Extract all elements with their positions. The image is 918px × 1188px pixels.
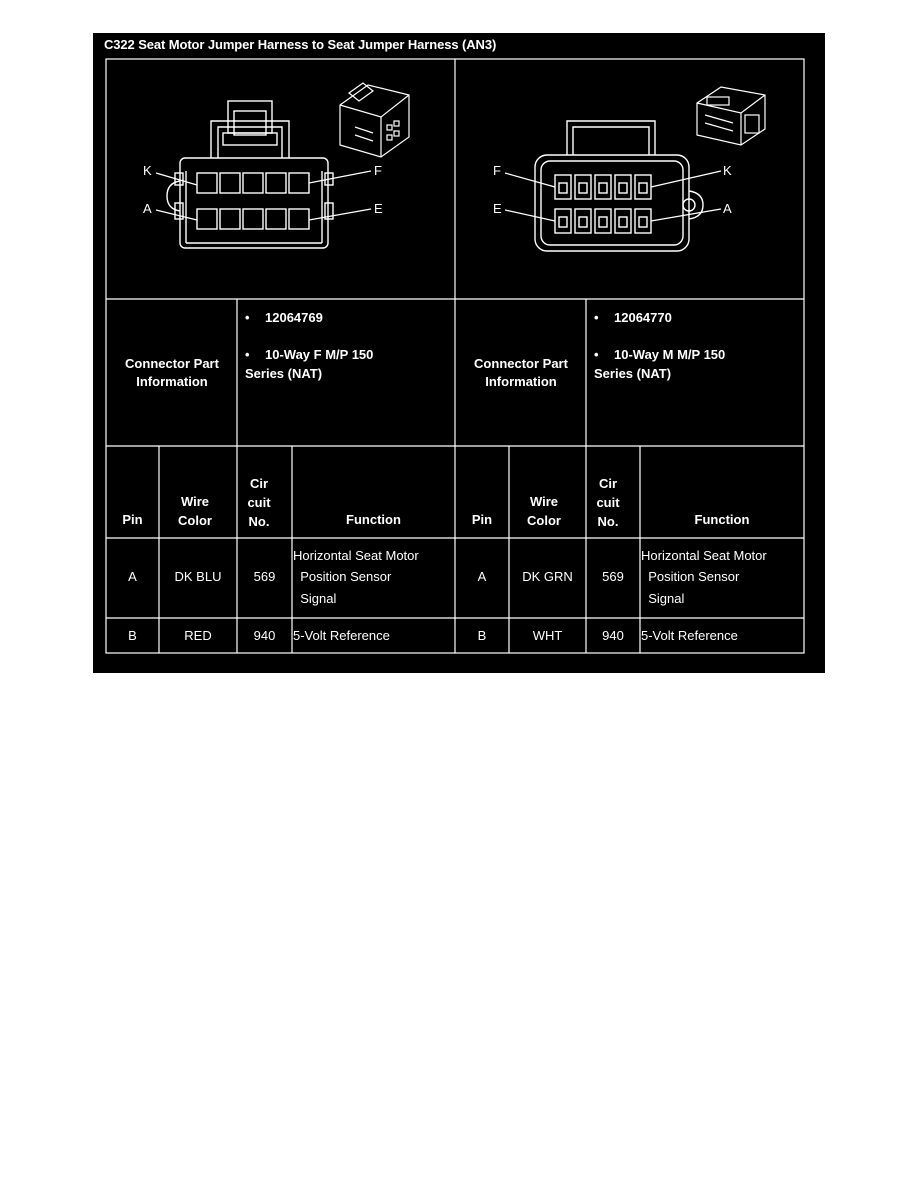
- right-pin-label-a: A: [723, 201, 732, 216]
- left-pin-leaders: [155, 170, 372, 221]
- left-part-number: 12064769: [245, 308, 323, 327]
- right-row-a-circuit: 569: [602, 569, 624, 584]
- right-pin-label-e: E: [493, 201, 502, 216]
- right-header-function: Function: [694, 512, 750, 527]
- right-row-a-function-line1: Horizontal Seat Motor: [641, 548, 767, 563]
- right-row-b-pin: B: [477, 628, 487, 643]
- left-description-line2: Series (NAT): [245, 366, 323, 381]
- left-pin-label-e: E: [374, 201, 383, 216]
- right-pin-label-k: K: [723, 163, 732, 178]
- right-row-a-wire-color: DK GRN: [522, 569, 573, 584]
- right-connector-face-icon: [534, 120, 704, 252]
- right-row-b-wire-color: WHT: [532, 628, 563, 643]
- left-row-a-pin: A: [128, 569, 137, 584]
- left-header-function: Function: [346, 512, 401, 527]
- left-row-a-function-line3: Signal: [293, 591, 337, 606]
- right-header-pin: Pin: [471, 512, 493, 527]
- left-pin-label-a: A: [143, 201, 152, 216]
- left-pin-label-f: F: [374, 163, 382, 178]
- left-row-a-circuit: 569: [253, 569, 276, 584]
- left-row-b-pin: B: [128, 628, 137, 643]
- right-row-a-pin: A: [477, 569, 487, 584]
- left-row-b-circuit: 940: [253, 628, 276, 643]
- panel-title: C322 Seat Motor Jumper Harness to Seat J…: [104, 37, 497, 52]
- left-pin-label-k: K: [143, 163, 152, 178]
- panel-graphics: [105, 58, 805, 654]
- left-header-pin: Pin: [122, 512, 143, 527]
- right-part-number: 12064770: [594, 308, 672, 327]
- left-row-a-function-line1: Horizontal Seat Motor: [293, 548, 419, 563]
- right-pin-label-f: F: [493, 163, 501, 178]
- left-row-a-wire-color: DK BLU: [174, 569, 222, 584]
- left-connector-3d-icon: [339, 82, 410, 158]
- left-connector-face-icon: [166, 100, 334, 249]
- right-description-line2: Series (NAT): [594, 366, 672, 381]
- right-connector-3d-icon: [696, 86, 766, 146]
- connector-panel: C322 Seat Motor Jumper Harness to Seat J…: [93, 33, 825, 673]
- table-grid: [105, 58, 805, 654]
- right-description-line1: 10-Way M M/P 150: [594, 345, 725, 364]
- right-row-a-function-line2: Position Sensor: [641, 569, 740, 584]
- left-description-line1: 10-Way F M/P 150: [245, 345, 373, 364]
- right-row-b-function: 5-Volt Reference: [641, 628, 738, 643]
- right-pin-leaders: [504, 170, 722, 222]
- left-row-b-wire-color: RED: [184, 628, 212, 643]
- left-row-b-function: 5-Volt Reference: [293, 628, 390, 643]
- right-row-a-function-line3: Signal: [641, 591, 685, 606]
- left-row-a-function-line2: Position Sensor: [293, 569, 392, 584]
- right-row-b-circuit: 940: [602, 628, 624, 643]
